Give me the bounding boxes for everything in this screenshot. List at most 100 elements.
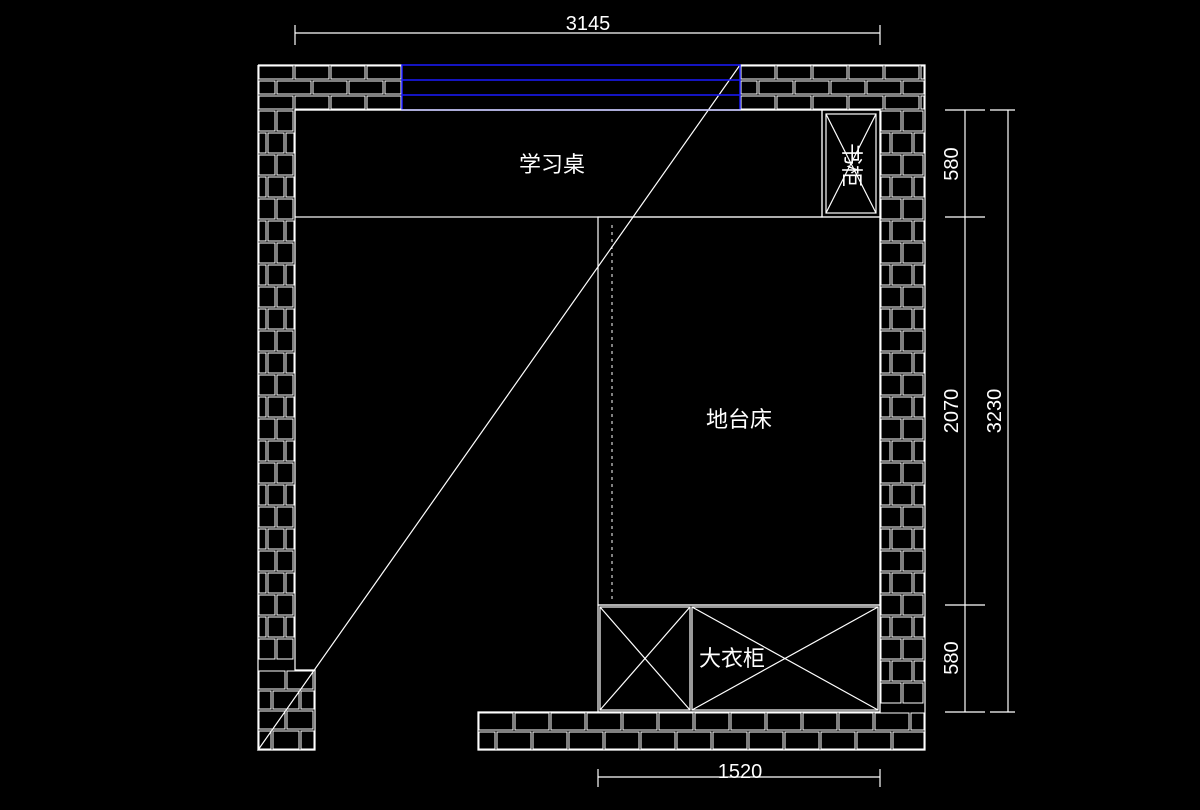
brick [258,308,267,330]
brick [276,550,294,572]
brick [258,242,276,264]
brick [902,330,924,352]
brick [276,110,294,132]
brick [258,484,267,506]
brick [285,220,295,242]
brick [267,176,285,198]
brick [891,352,913,374]
brick [891,528,913,550]
brick [891,572,913,594]
cabinet-label: 书柜 [838,143,863,187]
brick [812,95,848,110]
brick [258,550,276,572]
brick [902,154,924,176]
brick [794,80,830,95]
platform-bed: 地台床 [597,216,881,606]
brick [276,198,294,220]
brick [258,594,276,616]
brick [766,712,802,731]
brick [913,264,925,286]
brick [348,80,384,95]
brick [267,308,285,330]
brick [285,264,295,286]
dimension-right-total-label: 3230 [984,389,1006,434]
brick [258,132,267,154]
brick [740,80,758,95]
wardrobe: 大衣柜 [597,604,881,713]
brick [640,731,676,750]
dimension-right-chain: 580 2070 580 [941,109,985,713]
brick [740,65,776,80]
brick [712,731,748,750]
brick [258,330,276,352]
brick [913,132,925,154]
brick [902,242,924,264]
brick [880,528,891,550]
brick [820,731,856,750]
brick [880,572,891,594]
brick [902,638,924,660]
brick [496,731,532,750]
brick [880,220,891,242]
brick [258,286,276,308]
brick [312,80,348,95]
brick [880,660,891,682]
brick [880,352,891,374]
brick [920,95,925,110]
brick [285,176,295,198]
brick [902,462,924,484]
brick [276,418,294,440]
brick [267,440,285,462]
brick [913,484,925,506]
brick [258,506,276,528]
brick [285,484,295,506]
brick [285,132,295,154]
brick [294,95,330,110]
brick [891,440,913,462]
brick [258,95,294,110]
brick [258,670,286,690]
brick [812,65,848,80]
brick [880,154,902,176]
brick [913,308,925,330]
brick [276,330,294,352]
brick [884,95,920,110]
brick [880,594,902,616]
brick [913,572,925,594]
brick [384,80,402,95]
brick [285,396,295,418]
brick [880,176,891,198]
brick [880,616,891,638]
brick [276,462,294,484]
brick [276,154,294,176]
brick [366,95,402,110]
brick [891,616,913,638]
dimension-right-middle-label: 2070 [941,389,963,434]
brick [880,110,902,132]
brick [891,264,913,286]
dimension-right-bottom-label: 580 [941,641,963,674]
brick [258,220,267,242]
desk-label: 学习桌 [519,153,585,178]
brick [604,731,640,750]
brick [902,110,924,132]
brick [267,396,285,418]
brick [891,132,913,154]
brick [276,506,294,528]
brick [258,154,276,176]
brick [258,528,267,550]
brick [258,572,267,594]
brick [902,198,924,220]
brick [285,440,295,462]
brick [276,374,294,396]
brick [258,462,276,484]
brick [902,80,925,95]
brick [913,660,925,682]
brick [550,712,586,731]
brick [920,65,925,80]
brick [622,712,658,731]
brick [891,308,913,330]
brick [891,176,913,198]
brick [891,660,913,682]
